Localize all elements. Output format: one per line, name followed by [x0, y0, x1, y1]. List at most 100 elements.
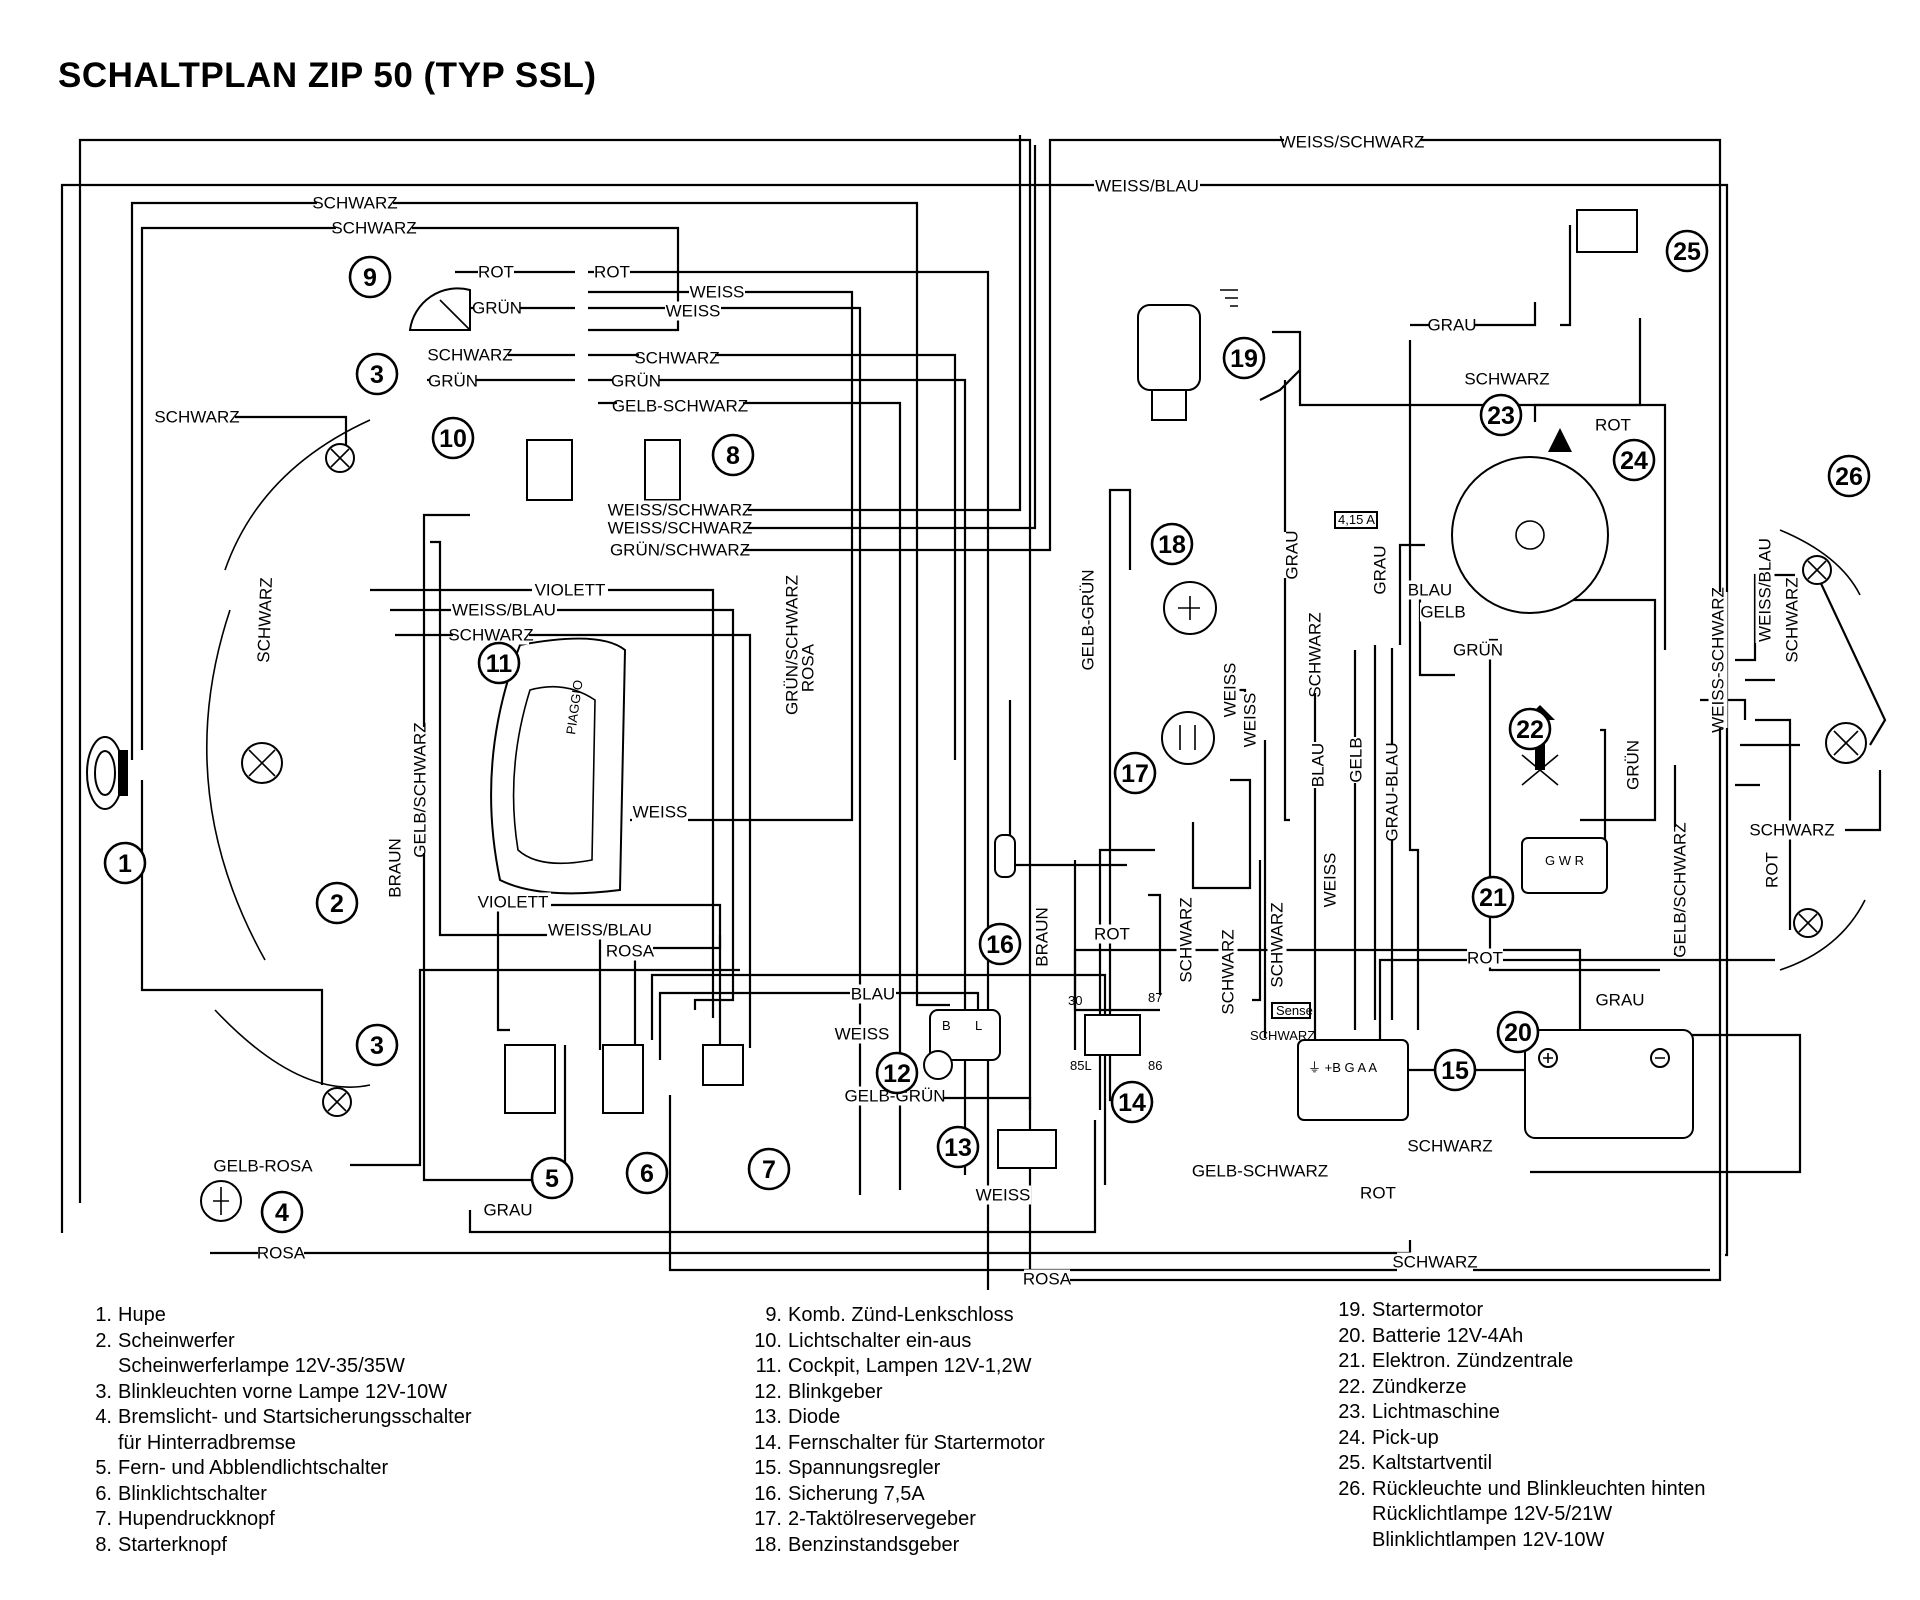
legend-item: 20. Batterie 12V-4Ah: [1336, 1324, 1706, 1350]
wire-label: WEISS: [976, 1186, 1031, 1205]
wire-path: [1410, 225, 1572, 327]
wire-label: GELB-GRÜN: [1079, 569, 1098, 670]
wire-label-background: [1176, 902, 1196, 978]
callout-circle: [711, 433, 755, 477]
wire-label-background: [1670, 827, 1690, 953]
wire-label-background: [612, 500, 748, 520]
legend-text: Benzinstandsgeber: [788, 1533, 960, 1556]
legend-text: Lichtschalter ein-aus: [788, 1329, 972, 1352]
legend-number: 8.: [95, 1533, 112, 1556]
callout-25: 25: [1665, 229, 1709, 273]
wire-path: [1845, 770, 1882, 832]
wire-label-background: [453, 625, 529, 645]
wire-path: [422, 513, 567, 1182]
wire-label: WEISS/SCHWARZ: [1280, 133, 1425, 152]
wire-label: ROT: [1094, 925, 1130, 944]
callout-4: 4: [260, 1190, 304, 1234]
callout-number: 16: [986, 931, 1014, 959]
wire-path: [668, 1095, 1710, 1272]
wire-label: ROT: [594, 263, 630, 282]
callout-12: 12: [875, 1051, 919, 1095]
legend-number: 24.: [1338, 1426, 1366, 1449]
legend-item: 14.Fernschalter für Startermotor: [752, 1431, 1045, 1457]
headlight-dimmer-switch: [504, 1044, 556, 1114]
callout-circle: [1113, 751, 1157, 795]
legend-text: Scheinwerfer: [118, 1329, 235, 1352]
wire-label: WEISS/BLAU: [1095, 177, 1199, 196]
wire-label: GRÜN/SCHWARZ: [783, 575, 802, 715]
wire-path: [1735, 573, 1795, 662]
wire-label: WEISS: [666, 302, 721, 321]
legend-text: Batterie 12V-4Ah: [1372, 1324, 1524, 1347]
front-indicator-top: [325, 443, 355, 473]
wire-label-background: [1032, 909, 1052, 965]
headlamp-bulb: [241, 742, 283, 784]
fuse-rating-label: 4,15 A: [1338, 512, 1375, 527]
legend-item: 24.Pick-up: [1336, 1426, 1706, 1452]
wire-label-background: [1267, 907, 1287, 983]
callout-circle: [1827, 454, 1871, 498]
legend-number: 1.: [95, 1304, 112, 1326]
wire-label: GRÜN: [1624, 740, 1643, 790]
blinker-terminal-b: B: [942, 1018, 951, 1033]
legend-item: 23.Lichtmaschine: [1336, 1400, 1706, 1426]
callout-number: 24: [1620, 447, 1648, 475]
legend-number: 18.: [754, 1533, 782, 1556]
wire-label: SCHWARZ: [312, 194, 397, 213]
wire-label-background: [607, 941, 653, 961]
legend-text: Spannungsregler: [788, 1457, 941, 1479]
wire-label-background: [258, 1243, 304, 1263]
legend-number: 19.: [1338, 1299, 1366, 1321]
wire-path: [1283, 380, 1290, 822]
wire-label-background: [1762, 852, 1782, 888]
legend-number: 4.: [95, 1406, 112, 1428]
callout-number: 6: [640, 1160, 654, 1188]
legend-text: Bremslicht- und Startsicherungsschalter: [118, 1406, 472, 1428]
callout-number: 12: [883, 1060, 911, 1088]
wire-label: WEISS: [835, 1025, 890, 1044]
wire-path: [658, 991, 980, 1060]
wire-label-background: [617, 396, 743, 416]
wire-label-background: [594, 262, 630, 282]
wire-path: [1600, 728, 1607, 850]
wire-label-background: [451, 600, 557, 620]
wire-path: [350, 968, 740, 1167]
wire-label-background: [613, 371, 659, 391]
wire-label-background: [1370, 547, 1390, 593]
legend-text: Zündkerze: [1372, 1375, 1467, 1398]
wire-label-background: [1397, 1252, 1473, 1272]
cold-start-valve: [1576, 209, 1638, 253]
wire-label-background: [1467, 948, 1503, 968]
wire-label-background: [1218, 934, 1238, 1010]
legend-number: 20.: [1338, 1324, 1366, 1347]
wire-path: [1755, 718, 1792, 930]
wire-label: GELB/SCHWARZ: [411, 722, 430, 857]
legend-text: Blinkgeber: [788, 1380, 883, 1403]
wire-label: GRÜN: [1453, 641, 1503, 660]
wire-label-background: [1412, 1136, 1488, 1156]
legend-item: Rücklichtlampe 12V-5/21W: [1336, 1502, 1706, 1528]
callout-24: 24: [1612, 438, 1656, 482]
wire-label-background: [430, 371, 476, 391]
wire-label-background: [798, 645, 818, 691]
legend-item: 13.Diode: [752, 1405, 1045, 1431]
wire-label: ROSA: [799, 643, 818, 692]
wire-label-background: [1595, 415, 1631, 435]
legend-text: Diode: [788, 1406, 841, 1428]
legend-item: 15.Spannungsregler: [752, 1456, 1045, 1482]
legend-item: 19.Startermotor: [1336, 1298, 1706, 1324]
wire-path: [370, 588, 715, 1018]
headlight-outline: [206, 609, 266, 961]
legend-item: 3.Blinkleuchten vorne Lampe 12V-10W: [82, 1380, 471, 1406]
callout-circle: [315, 881, 359, 925]
wire-label-background: [1197, 1161, 1323, 1181]
callout-number: 3: [370, 1032, 384, 1060]
wire-path: [925, 1096, 1032, 1110]
legend-number: 3.: [95, 1380, 112, 1403]
wire-path: [1533, 403, 1667, 650]
wire-label: WEISS/BLAU: [1756, 538, 1775, 642]
wire-label-background: [474, 298, 520, 318]
wire-label: SCHWARZ: [1177, 897, 1196, 982]
wire-label-background: [1597, 990, 1643, 1010]
legend-item: 18. Benzinstandsgeber: [752, 1533, 1045, 1559]
